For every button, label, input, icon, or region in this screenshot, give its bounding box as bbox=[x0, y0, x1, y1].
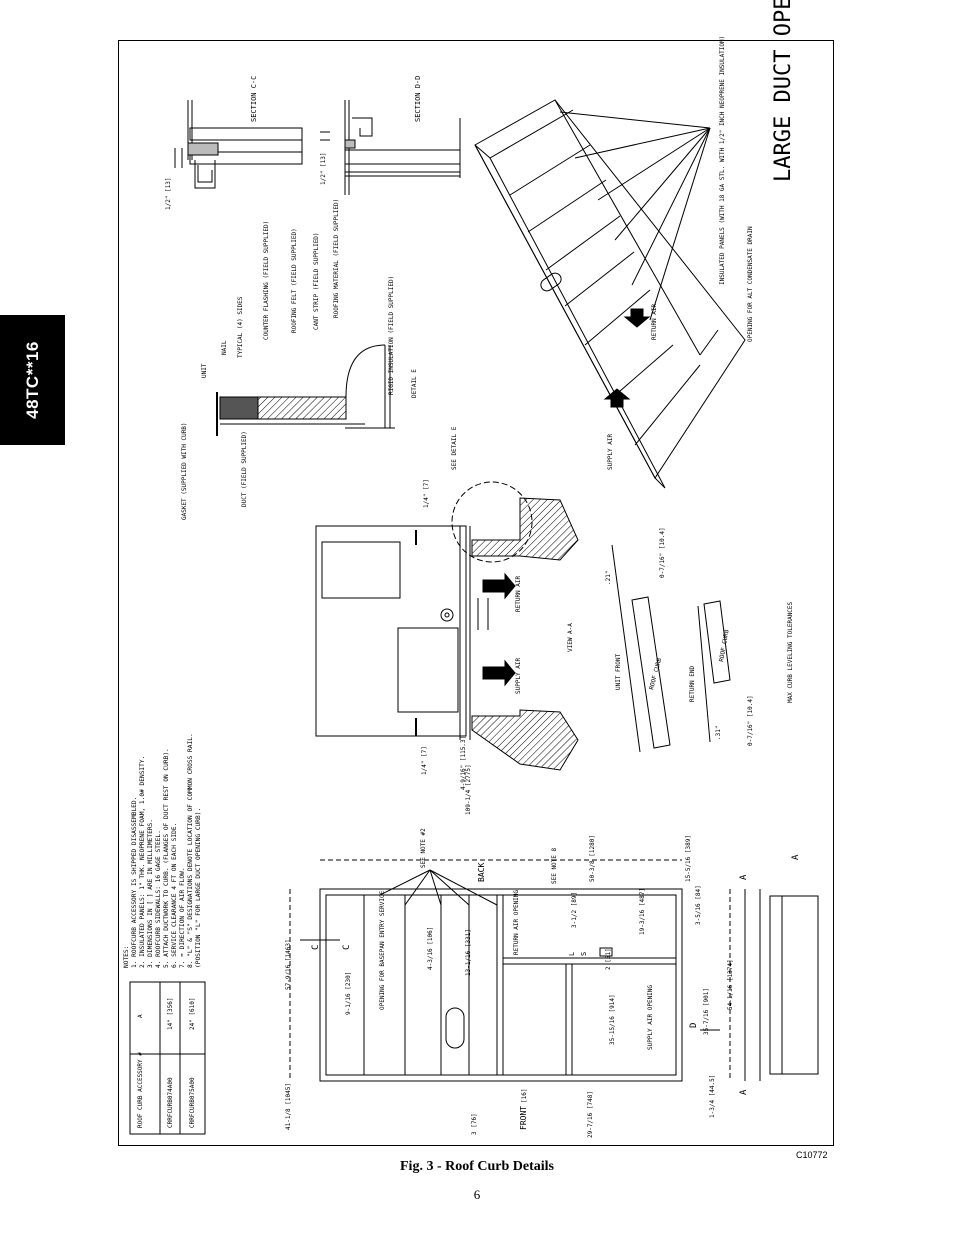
deg-21: .21" bbox=[605, 571, 612, 585]
supply-opening-label: SUPPLY AIR OPENING bbox=[647, 985, 654, 1050]
plan-c-mark-a: C bbox=[311, 945, 321, 950]
table-row2-a: 24" [610] bbox=[189, 997, 196, 1030]
detail-label-typical: TYPICAL (4) SIDES bbox=[237, 296, 244, 358]
dim-29-7-16: 29-7/16 [748] bbox=[587, 1091, 594, 1138]
dim-50-3-8: 50-3/8 [1280] bbox=[589, 835, 596, 882]
large-duct-title: LARGE DUCT OPENINGS bbox=[771, 0, 796, 182]
curb-table-graphic bbox=[129, 981, 206, 1135]
note-5: 5. ATTACH DUCTWORK TO CURB. (FLANGES OF … bbox=[163, 748, 170, 968]
view-aa-graphic bbox=[315, 481, 579, 771]
nine-sixteenth-dim: 4-9/16" [115.3] bbox=[460, 736, 467, 790]
dim-2: 2 [51] bbox=[605, 948, 612, 970]
detail-label-duct: DUCT (FIELD SUPPLIED) bbox=[241, 431, 248, 507]
supply-air-label: SUPPLY AIR bbox=[515, 657, 522, 694]
detail-label-rigid-insulation: RIGID INSULATION (FIELD SUPPLIED) bbox=[388, 276, 395, 395]
dim-19-3-16: 19-3/16 [487] bbox=[639, 888, 646, 935]
plan-view-graphic bbox=[289, 859, 819, 1082]
elevation-a-mark: A bbox=[791, 854, 801, 860]
section-dd-label: SECTION D-D bbox=[414, 76, 422, 122]
return-opening-label: RETURN AIR OPENING bbox=[513, 890, 520, 955]
cc-half-inch: 1/2" [13] bbox=[165, 177, 172, 210]
table-header-a: A bbox=[137, 1014, 144, 1018]
dim-13-1-16: 13-1/16 [331] bbox=[465, 929, 472, 976]
detail-label-nail: NAIL bbox=[221, 340, 228, 355]
detail-e-graphic bbox=[216, 344, 395, 436]
dim-54-1-16: 54-1/16 [1374] bbox=[727, 959, 734, 1010]
roof-curb-label-b: ROOF CURB bbox=[718, 629, 731, 663]
dim-overall-length: 109-1/4 [2775] bbox=[465, 764, 472, 815]
see-note-2: SEE NOTE #2 bbox=[420, 828, 427, 868]
supply-air-duct-label: SUPPLY AIR bbox=[607, 433, 614, 470]
dim-35-15-16: 35-15/16 [914] bbox=[609, 994, 616, 1045]
large-duct-graphic bbox=[474, 99, 746, 489]
plan-front-label: FRONT bbox=[519, 1106, 528, 1130]
detail-label-roofing-material: ROOFING MATERIAL (FIELD SUPPLIED) bbox=[333, 199, 340, 318]
plan-a-mark-bottom: A bbox=[739, 1089, 749, 1095]
insulated-panels-label: INSULATED PANELS (WITH 18 GA STL. WITH 1… bbox=[719, 36, 726, 285]
dd-half-inch: 1/2" [13] bbox=[320, 152, 327, 185]
plan-l-mark: L bbox=[568, 952, 576, 956]
detail-label-gasket: GASKET (SUPPLIED WITH CURB) bbox=[181, 422, 188, 520]
plan-c-mark-b: C bbox=[342, 945, 352, 950]
max-tolerances-label: MAX CURB LEVELING TOLERANCES bbox=[787, 601, 794, 703]
table-row1-a: 14" [356] bbox=[167, 997, 174, 1030]
dim-3-1-2: 3-1/2 [89] bbox=[571, 892, 578, 928]
dim-3: 3 [76] bbox=[471, 1113, 478, 1135]
dim-4-3-16: 4-3/16 [106] bbox=[427, 927, 434, 970]
condensate-drain-label: OPENING FOR ALT CONDENSATE DRAIN bbox=[747, 226, 754, 342]
note-9: (POSITION "L" FOR LARGE DUCT OPENING CUR… bbox=[195, 808, 202, 968]
note-3: 3. DIMENSIONS IN [ ] ARE IN MILLIMETERS. bbox=[147, 819, 154, 968]
see-detail-e: SEE DETAIL E bbox=[451, 426, 458, 470]
dim-41-1-8: 41-1/8 [1045] bbox=[285, 1083, 292, 1130]
table-row2-accessory: CRRFCURB075A00 bbox=[189, 1077, 196, 1128]
return-air-label: RETURN AIR bbox=[515, 575, 522, 612]
figure-code: C10772 bbox=[796, 1150, 828, 1160]
view-aa-label: VIEW A-A bbox=[567, 623, 574, 652]
deg-31: .31" bbox=[715, 726, 722, 740]
dim-15-5-16: 15-5/16 [389] bbox=[685, 835, 692, 882]
plan-s-mark: S bbox=[580, 952, 588, 956]
figure-frame bbox=[118, 40, 834, 1146]
dim-3-5-16: 3-5/16 [84] bbox=[695, 885, 702, 925]
figure-caption: Fig. 3 - Roof Curb Details bbox=[400, 1159, 554, 1174]
quarter-inch-bottom: 1/4" [7] bbox=[421, 746, 428, 775]
tolerance-b: 0-7/16" [10.4] bbox=[747, 695, 754, 746]
dim-35-7-16: 35-7/16 [901] bbox=[703, 988, 710, 1035]
dim-57-9-16: 57-9/16 [1463] bbox=[285, 939, 292, 990]
note-0: NOTES: bbox=[123, 946, 130, 968]
tolerance-a: 0-7/16" [10.4] bbox=[659, 527, 666, 578]
tolerance-graphic bbox=[611, 544, 731, 753]
note-6: 6. SERVICE CLEARANCE 4 FT ON EACH SIDE. bbox=[171, 823, 178, 968]
plan-back-label: BACK bbox=[477, 863, 486, 882]
basepan-opening-label: OPENING FOR BASEPAN ENTRY SERVICE bbox=[379, 890, 386, 1010]
see-note-8: SEE NOTE 8 bbox=[551, 847, 558, 884]
note-1: 1. ROOFCURB ACCESSORY IS SHIPPED DISASSE… bbox=[131, 797, 138, 968]
table-row1-accessory: CRRFCURB074A00 bbox=[167, 1077, 174, 1128]
plan-d-mark: D bbox=[689, 1023, 699, 1028]
side-tab: 48TC**16 bbox=[0, 315, 65, 445]
detail-label-unit: UNIT bbox=[201, 363, 208, 378]
note-8: 8. "L" & "S" DESIGNATIONS DENOTE LOCATIO… bbox=[187, 733, 194, 968]
note-2: 2. INSULATED PANELS: 1" THK. NEOPRENE FO… bbox=[139, 756, 146, 968]
detail-label-roofing-felt: ROOFING FELT (FIELD SUPPLIED) bbox=[291, 228, 298, 333]
dim-16mm: [16] bbox=[521, 1089, 528, 1103]
note-4: 4. ROOFCURB SIDEWALLS: 16 GAGE STEEL. bbox=[155, 830, 162, 968]
unit-front-label: UNIT FRONT bbox=[615, 653, 622, 690]
dim-9-1-16: 9-1/16 [230] bbox=[345, 972, 352, 1015]
return-end-label: RETURN END bbox=[689, 665, 696, 702]
table-header-accessory: ROOF CURB ACCESSORY # bbox=[137, 1052, 144, 1128]
detail-label-counter-flashing: COUNTER FLASHING (FIELD SUPPLIED) bbox=[263, 221, 270, 340]
note-7: 7. ➡ DIRECTION OF AIR FLOW. bbox=[179, 867, 186, 968]
detail-e-label: DETAIL E bbox=[411, 369, 418, 398]
section-cc-graphic bbox=[174, 100, 303, 189]
section-dd-graphic bbox=[320, 100, 461, 195]
detail-label-cant-strip: CANT STRIP (FIELD SUPPLIED) bbox=[313, 232, 320, 330]
page-number: 6 bbox=[473, 1187, 481, 1202]
return-air-duct-label: RETURN AIR bbox=[651, 303, 658, 340]
quarter-inch-top: 1/4" [7] bbox=[423, 479, 430, 508]
plan-a-mark-top: A bbox=[739, 874, 749, 880]
dim-1-3-4: 1-3/4 [44.5] bbox=[709, 1075, 716, 1118]
section-cc-label: SECTION C-C bbox=[250, 76, 258, 122]
